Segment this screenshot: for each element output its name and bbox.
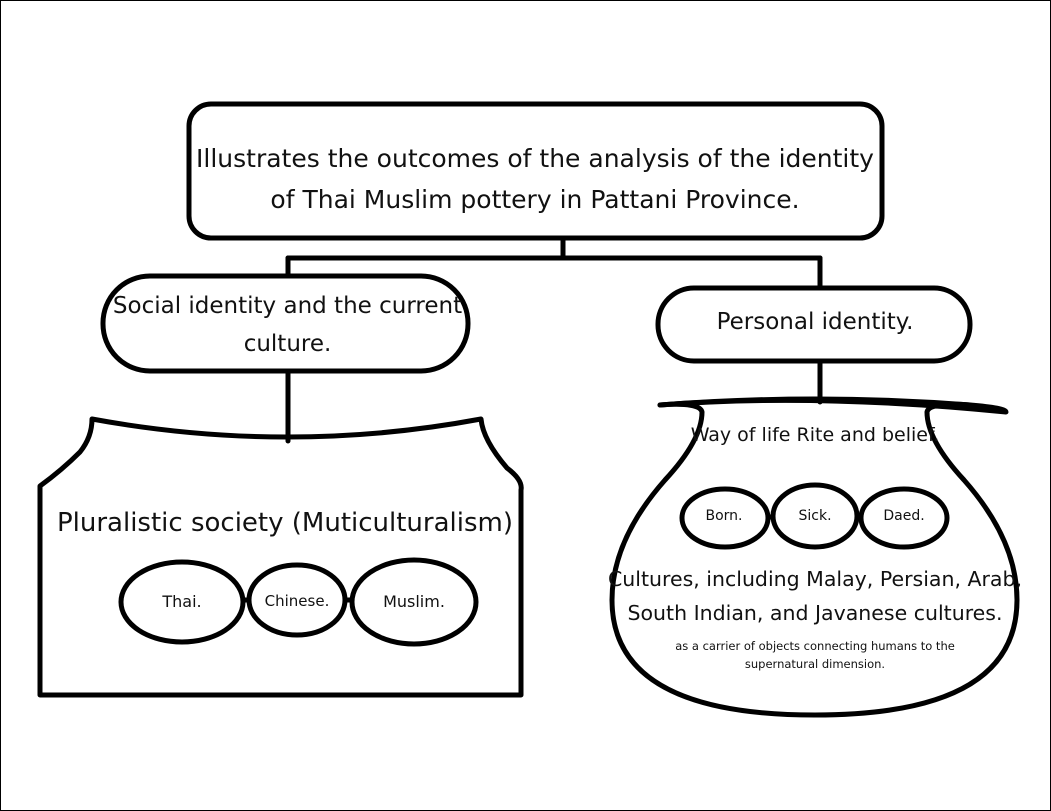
title-box	[186, 101, 885, 241]
social-identity-label: Social identity and the current culture.	[112, 293, 463, 357]
personal-identity-box	[655, 285, 973, 364]
oval-daed-label: Daed.	[883, 508, 925, 524]
pluralistic-vessel-shape	[37, 416, 524, 698]
diagram-title: Illustrates the outcomes of the analysis…	[196, 144, 874, 214]
way-of-life-label: Way of life Rite and belief.	[690, 424, 940, 446]
pluralistic-society-label: Pluralistic society (Muticulturalism)	[56, 508, 513, 538]
personal-identity-label: Personal identity.	[716, 309, 914, 335]
way-of-life-pot-shape	[609, 397, 1020, 718]
oval-chinese-label: Chinese.	[264, 592, 330, 610]
oval-born-label: Born.	[705, 508, 743, 524]
carrier-note: as a carrier of objects connecting human…	[675, 639, 955, 671]
oval-muslim-label: Muslim.	[383, 592, 445, 611]
oval-sick-label: Sick.	[798, 508, 832, 524]
oval-thai-label: Thai.	[162, 592, 202, 611]
cultures-label: Cultures, including Malay, Persian, Arab…	[607, 567, 1023, 625]
pot-rim	[657, 396, 973, 408]
